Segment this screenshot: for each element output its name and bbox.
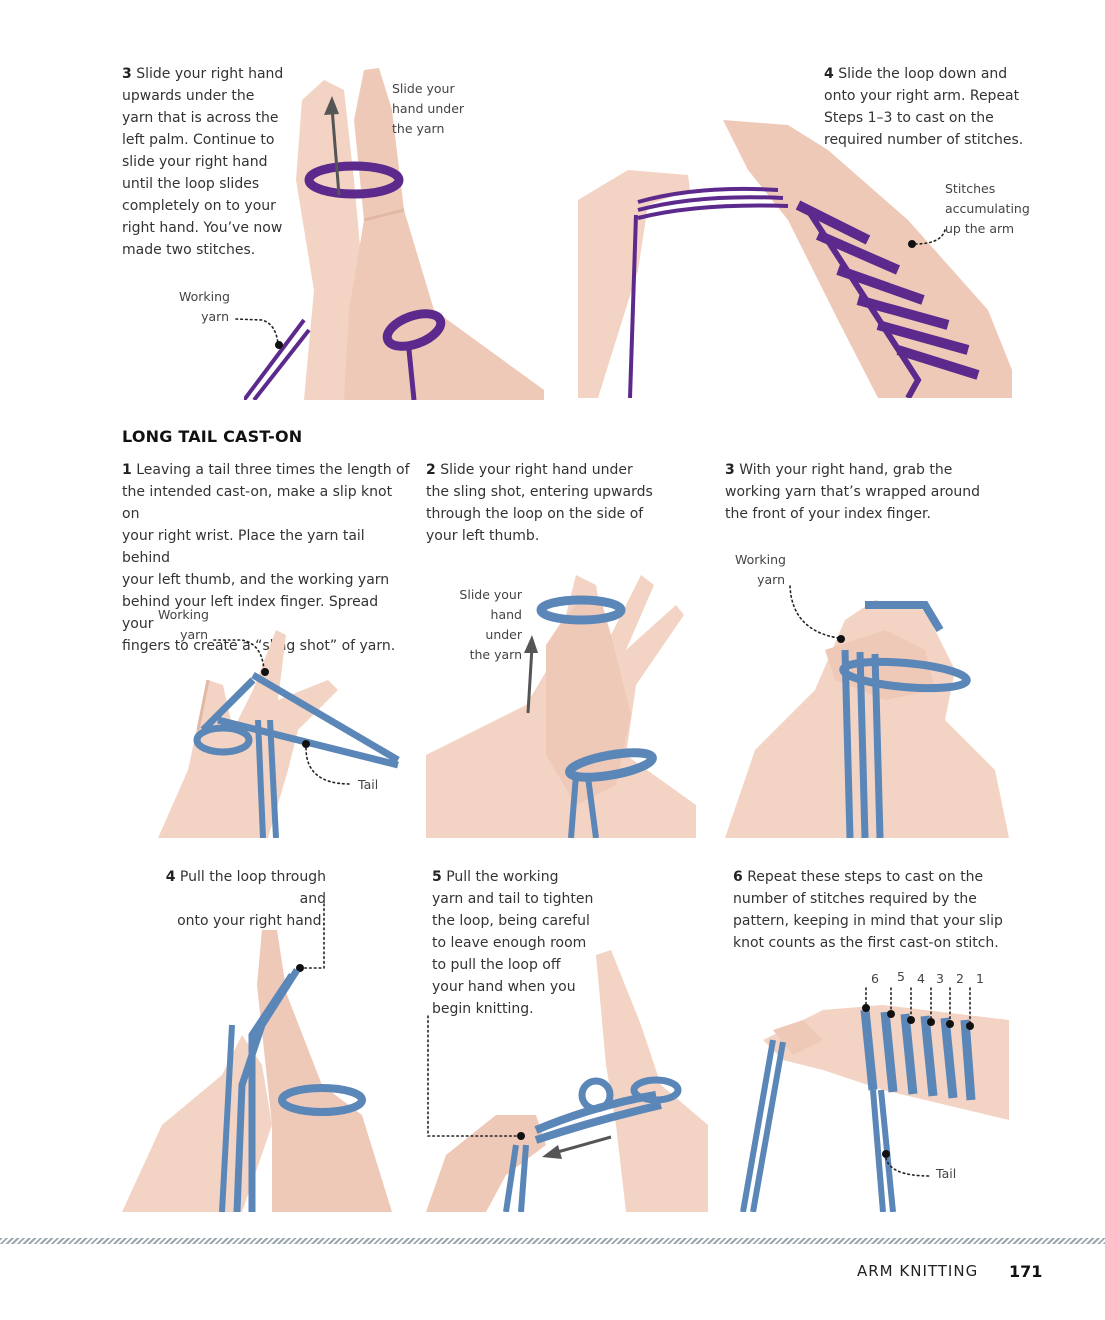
step-number: 2: [426, 462, 436, 478]
stitch-number-3: 3: [936, 971, 944, 986]
section-title: LONG TAIL CAST-ON: [122, 427, 303, 446]
lt-step4-leader: [296, 903, 325, 972]
lt-step1-tail-leader: [302, 740, 351, 785]
top-step4-photo: [578, 110, 1012, 398]
lt-step1-photo: [158, 620, 403, 838]
stitch-number-1: 1: [976, 971, 984, 986]
lt-step5-photo: [426, 945, 708, 1212]
lt-step6-photo: [733, 1000, 1009, 1212]
top-step3-working-leader: [235, 318, 283, 349]
lt-step5-leader: [427, 1015, 525, 1140]
step-number: 4: [824, 66, 834, 82]
step-number: 3: [122, 66, 132, 82]
lt-step1-working-leader: [213, 639, 269, 676]
step-number: 1: [122, 462, 132, 478]
top-step3-text: 3 Slide your right hand upwards under th…: [122, 66, 284, 258]
top-step3-callout: Slide your hand under the yarn: [392, 81, 465, 136]
top-step4-callout: Stitches accumulating up the arm: [945, 181, 1030, 236]
stitch-number-leaders: [862, 987, 974, 1030]
top-step3-working-yarn-label: Working yarn: [179, 289, 230, 324]
step-number: 6: [733, 869, 743, 885]
top-step3-photo: [244, 60, 548, 400]
lt-step3-working-leader: [789, 585, 845, 643]
top-step4-leader: [908, 229, 946, 248]
stitch-number-5: 5: [897, 969, 905, 984]
lt-step1-text: 1 Leaving a tail three times the length …: [122, 462, 410, 654]
lt-step2-callout: Slide your hand under the yarn: [459, 587, 522, 662]
page-number: 171: [1009, 1262, 1043, 1281]
lt-step4-text: 4 Pull the loop through and onto your ri…: [165, 869, 326, 929]
top-step4-text: 4 Slide the loop down and onto your righ…: [824, 66, 1024, 148]
lt-step3-photo: [725, 590, 1009, 838]
footer-rule: [0, 1238, 1105, 1244]
lt-step2-text: 2 Slide your right hand under the sling …: [426, 462, 653, 544]
lt-step3-text: 3 With your right hand, grab the working…: [725, 462, 981, 522]
stitch-number-4: 4: [917, 971, 925, 986]
lt-step1-working-label: Working yarn: [158, 607, 209, 642]
lt-step1-tail-label: Tail: [358, 777, 379, 792]
lt-step4-photo: [122, 925, 392, 1212]
stitch-number-6: 6: [871, 971, 879, 986]
lt-step6-text: 6 Repeat these steps to cast on the numb…: [733, 869, 1003, 951]
stitch-number-2: 2: [956, 971, 964, 986]
lt-step3-working-label: Working yarn: [735, 552, 786, 587]
step-number: 3: [725, 462, 735, 478]
step-number: 4: [165, 869, 176, 885]
lt-step5-text: 5 Pull the working yarn and tail to tigh…: [432, 869, 594, 1017]
lt-step6-tail-label: Tail: [936, 1166, 957, 1181]
lt-step2-photo: [426, 555, 696, 838]
lt-step6-tail-leader: [882, 1150, 931, 1177]
footer-section-name: ARM KNITTING: [857, 1262, 979, 1280]
step-number: 5: [432, 869, 442, 885]
